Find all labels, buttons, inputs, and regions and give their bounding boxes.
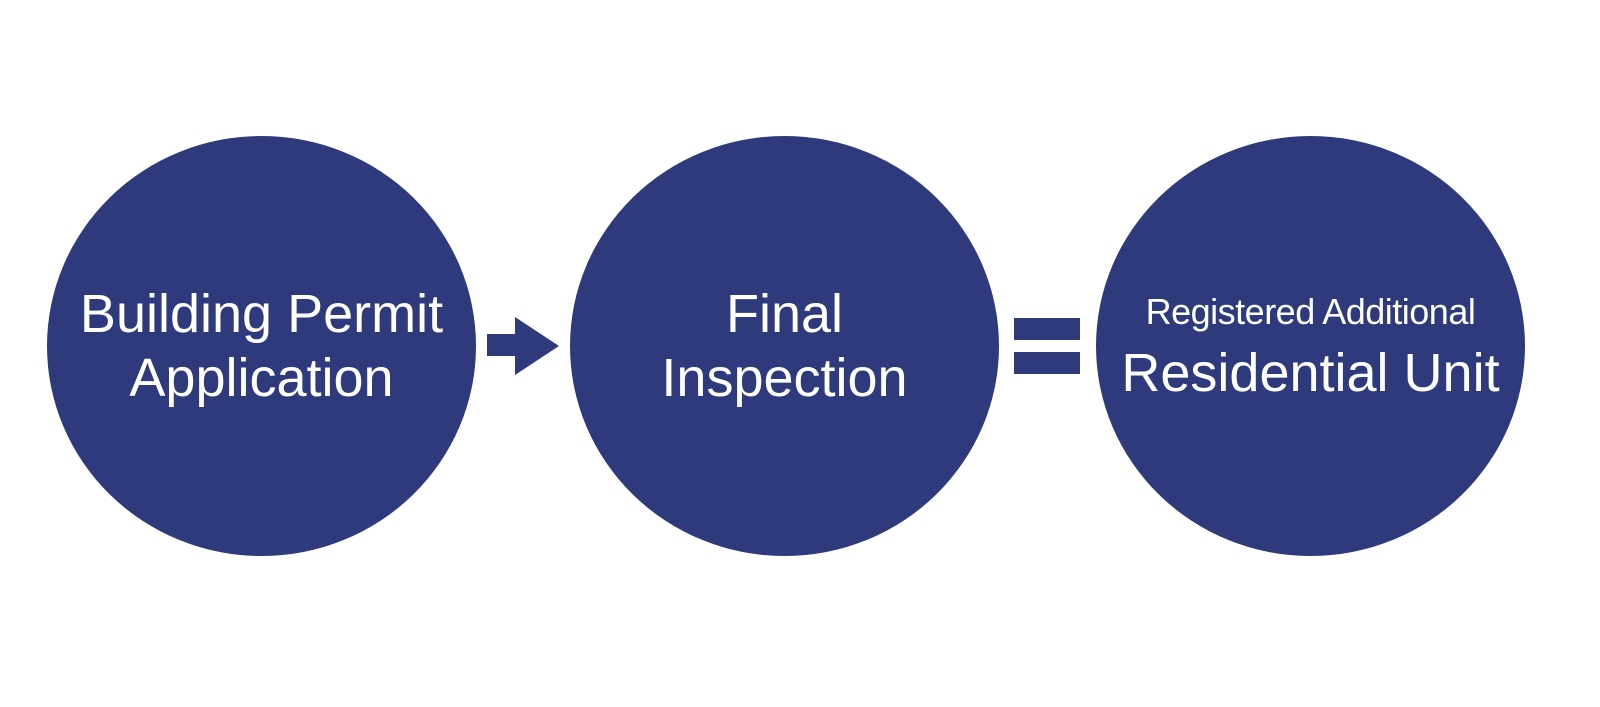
step-3-line-2: Residential Unit — [1121, 343, 1500, 403]
arrow-right-icon — [487, 317, 559, 375]
step-1-line-2: Application — [129, 348, 394, 408]
step-building-permit-application: Building Permit Application — [47, 136, 476, 556]
step-2-line-2: Inspection — [661, 348, 908, 408]
step-1-line-1: Building Permit — [79, 284, 444, 344]
step-registered-additional-residential-unit: Registered Additional Residential Unit — [1096, 136, 1525, 556]
step-final-inspection: Final Inspection — [570, 136, 999, 556]
step-2-line-1: Final — [725, 284, 844, 344]
equals-icon — [1014, 318, 1080, 374]
step-3-line-1: Registered Additional — [1145, 291, 1476, 332]
